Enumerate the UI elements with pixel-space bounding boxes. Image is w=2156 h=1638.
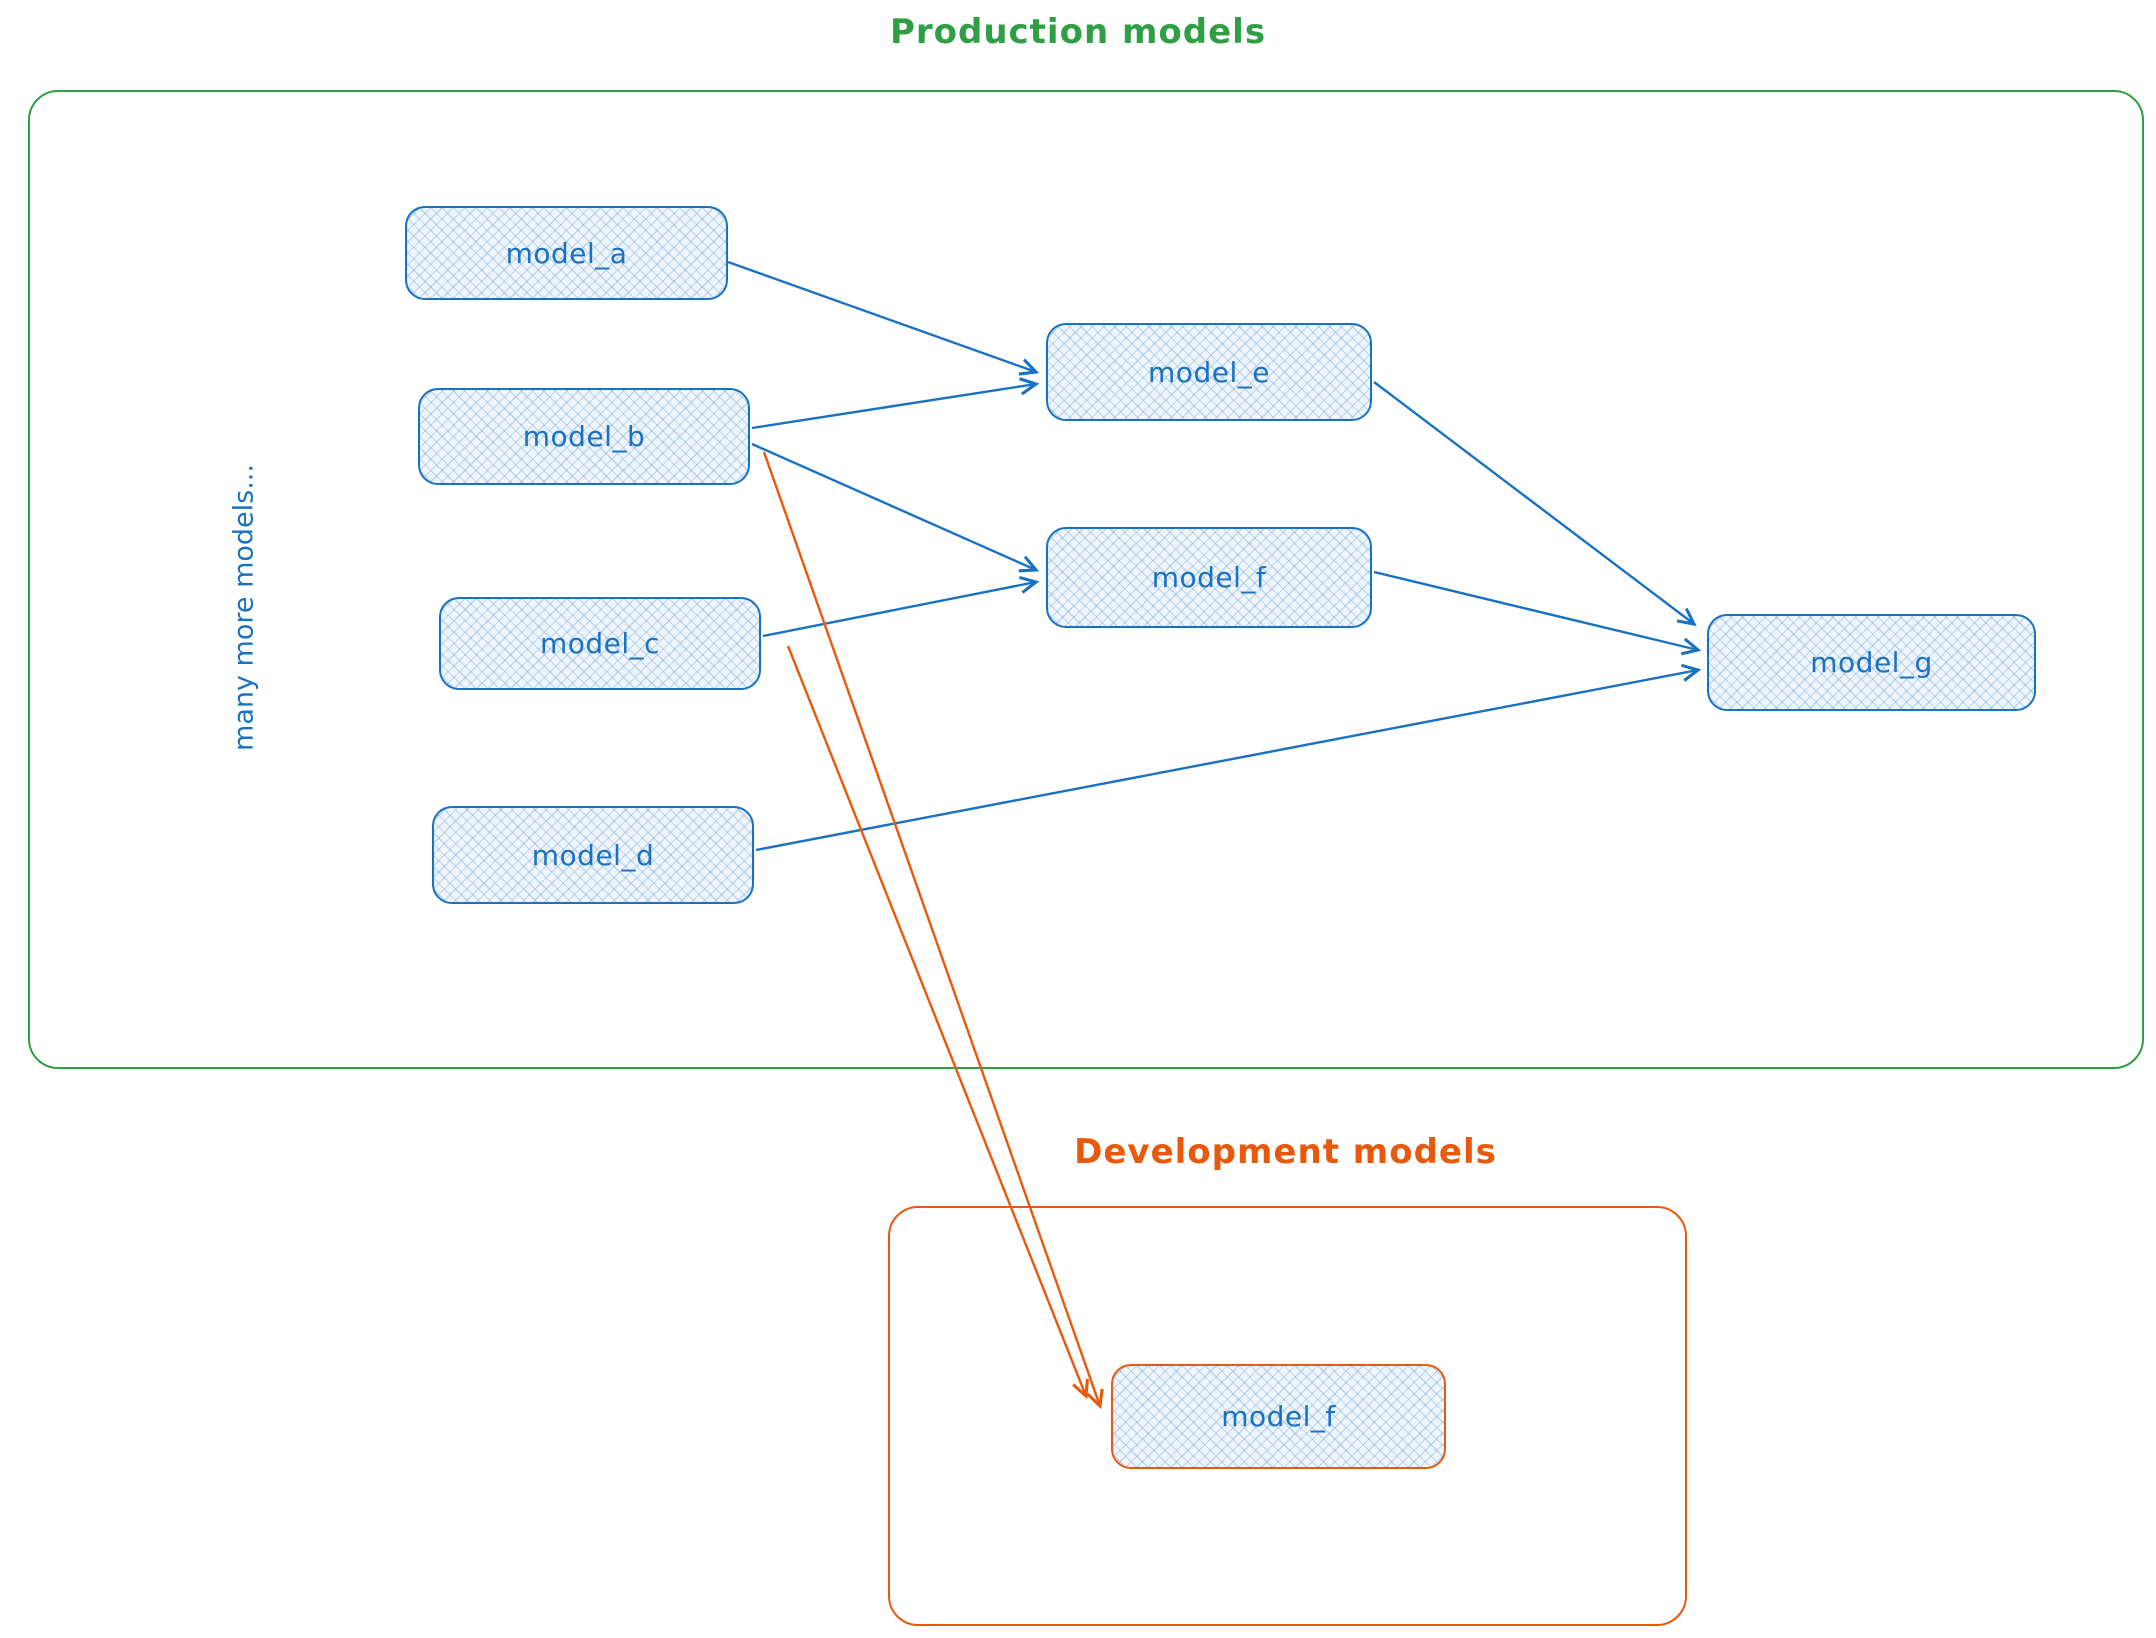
node-label: model_b (522, 420, 646, 453)
node-model_g: model_g (1707, 614, 2036, 711)
node-model_e: model_e (1046, 323, 1372, 421)
node-label: model_d (531, 838, 655, 872)
node-label: model_a (505, 236, 628, 270)
node-label: model_c (539, 627, 661, 660)
node-model_b: model_b (418, 388, 750, 485)
many-more-models-label: many more models... (228, 464, 260, 751)
node-model_f: model_f (1046, 527, 1372, 628)
node-model_f_dev: model_f (1111, 1364, 1446, 1469)
node-model_c: model_c (439, 597, 761, 690)
node-label: model_g (1810, 646, 1933, 679)
node-label: model_f (1151, 561, 1267, 594)
development-container (888, 1206, 1687, 1626)
node-label: model_e (1148, 355, 1270, 389)
node-label: model_f (1221, 1400, 1336, 1433)
node-model_a: model_a (405, 206, 728, 300)
production-title: Production models (889, 12, 1267, 52)
development-title: Development models (1074, 1132, 1497, 1172)
node-model_d: model_d (432, 806, 754, 904)
